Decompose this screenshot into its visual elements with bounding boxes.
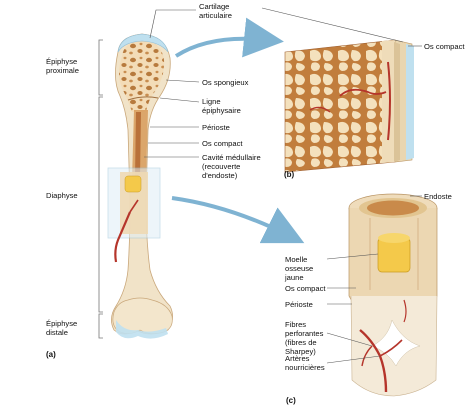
label-os-spongieux: Os spongieux — [202, 78, 249, 87]
label-perioste: Périoste — [202, 123, 230, 132]
label-cavite: Cavité médullaire (recouverte d'endoste) — [202, 153, 261, 180]
label-arteres: Artères nourricières — [285, 354, 325, 372]
label-diaphyse: Diaphyse — [46, 191, 78, 200]
label-os-compact-b: Os compact — [424, 42, 465, 51]
panel-label-c: (c) — [286, 396, 296, 405]
spongy-bone-detail — [284, 39, 414, 173]
label-ligne-epiphysaire: Ligne épiphysaire — [202, 97, 241, 115]
arrow-to-c — [171, 196, 305, 244]
label-fibres: Fibres perforantes (fibres de Sharpey) — [285, 320, 324, 356]
compact-bone-detail — [348, 193, 438, 397]
leader-lines — [144, 7, 422, 364]
label-os-compact-a: Os compact — [202, 139, 243, 148]
panel-label-b: (b) — [284, 170, 295, 179]
label-endoste: Endoste — [424, 192, 452, 201]
long-bone-illustration — [107, 33, 173, 339]
yellow-marrow-small — [124, 175, 142, 193]
yellow-marrow-block — [377, 237, 411, 273]
arrow-to-b — [174, 17, 284, 58]
nutrient-artery-a — [114, 211, 132, 263]
label-perioste-c: Périoste — [285, 300, 313, 309]
articular-cartilage — [117, 33, 169, 53]
panel-label-a: (a) — [46, 350, 56, 359]
label-cartilage: Cartilage articulaire — [199, 2, 232, 20]
label-moelle: Moelle osseuse jaune — [285, 255, 314, 282]
region-brackets — [98, 39, 103, 339]
label-epiphyse-proximale: Épiphyse proximale — [46, 57, 79, 75]
label-epiphyse-distale: Épiphyse distale — [46, 319, 78, 337]
label-os-compact-c: Os compact — [285, 284, 326, 293]
proximal-spongy-bone — [119, 40, 165, 112]
epiphyseal-line — [127, 96, 159, 101]
